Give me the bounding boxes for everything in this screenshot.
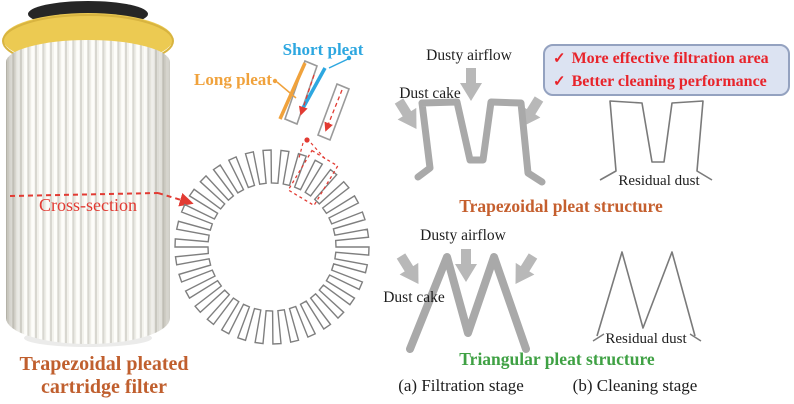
benefits-banner: ✓ More effective filtration area ✓ Bette… (543, 44, 790, 96)
cross-section-pointer (9, 192, 194, 207)
residual-dust-label-triangular: Residual dust (605, 331, 687, 347)
triangular-pleat-thin (596, 251, 696, 337)
cross-section-dashed-line (9, 192, 159, 197)
ring-highlight (287, 137, 339, 207)
cross-section-arrow (157, 192, 194, 207)
residual-dust-tick-right (689, 333, 702, 342)
down-arrow-icon (460, 68, 482, 101)
checkmark-icon: ✓ (553, 74, 566, 90)
filter-caption: Trapezoidal pleated cartridge filter (19, 353, 188, 399)
pleat-detail-magnified (272, 55, 352, 142)
cartridge-filter-photo (2, 1, 174, 347)
trapezoidal-cleaning-diagram (599, 100, 713, 181)
diagonal-arrow-icon (512, 93, 549, 133)
down-arrow-icon (455, 249, 477, 282)
dusty-airflow-label-trapezoidal: Dusty airflow (426, 47, 512, 64)
filter-caption-line2: cartridge filter (40, 376, 168, 398)
caption-cleaning-stage: (b) Cleaning stage (572, 376, 698, 395)
short-pleat-leader (328, 58, 349, 69)
banner-item: ✓ Better cleaning performance (553, 72, 782, 95)
diagonal-arrow-icon (506, 250, 543, 290)
highlight-connector-right (310, 142, 328, 162)
residual-dust-label-trapezoidal: Residual dust (618, 173, 700, 189)
filter-body-shading (6, 40, 170, 344)
dust-cake-label-trapezoidal: Dust cake (399, 85, 461, 102)
long-pleat-leader (276, 81, 297, 99)
detail-pleat-wall-left (283, 59, 319, 126)
dusty-airflow-label-triangular: Dusty airflow (420, 227, 506, 244)
short-pleat-label: Short pleat (282, 40, 364, 59)
banner-text: More effective filtration area (571, 50, 769, 67)
trapezoidal-filtration-diagram (389, 68, 549, 186)
residual-dust-tick-left (592, 333, 605, 342)
triangular-pleat-thick (406, 253, 530, 353)
trapezoidal-structure-label: Trapezoidal pleat structure (459, 196, 663, 216)
banner-item: ✓ More effective filtration area (553, 49, 782, 72)
checkmark-icon: ✓ (553, 51, 566, 67)
detail-pleat-wall-right (316, 82, 351, 142)
triangular-cleaning-diagram (592, 251, 702, 342)
banner-text: Better cleaning performance (571, 73, 767, 90)
highlight-box (287, 149, 339, 207)
highlight-dot (304, 137, 310, 143)
caption-filtration-stage: (a) Filtration stage (398, 376, 524, 395)
triangular-structure-label: Triangular pleat structure (459, 349, 655, 369)
long-pleat-leader-dot (272, 78, 278, 84)
long-pleat-label: Long pleat (194, 70, 272, 89)
triangular-filtration-diagram (391, 249, 543, 353)
pleated-ring-cross-section (174, 149, 370, 345)
airflow-dashed-arrow-2 (324, 89, 343, 132)
cross-section-label: Cross-section (39, 195, 137, 215)
trapezoidal-pleat-thick (414, 98, 546, 186)
trapezoidal-pleat-thin (599, 100, 713, 181)
long-pleat-line (278, 62, 307, 120)
highlight-connector-left (298, 142, 304, 159)
filter-caption-line1: Trapezoidal pleated (19, 353, 189, 375)
diagonal-arrow-icon (391, 250, 428, 290)
short-pleat-line (301, 67, 327, 109)
dust-cake-label-triangular: Dust cake (383, 289, 445, 306)
